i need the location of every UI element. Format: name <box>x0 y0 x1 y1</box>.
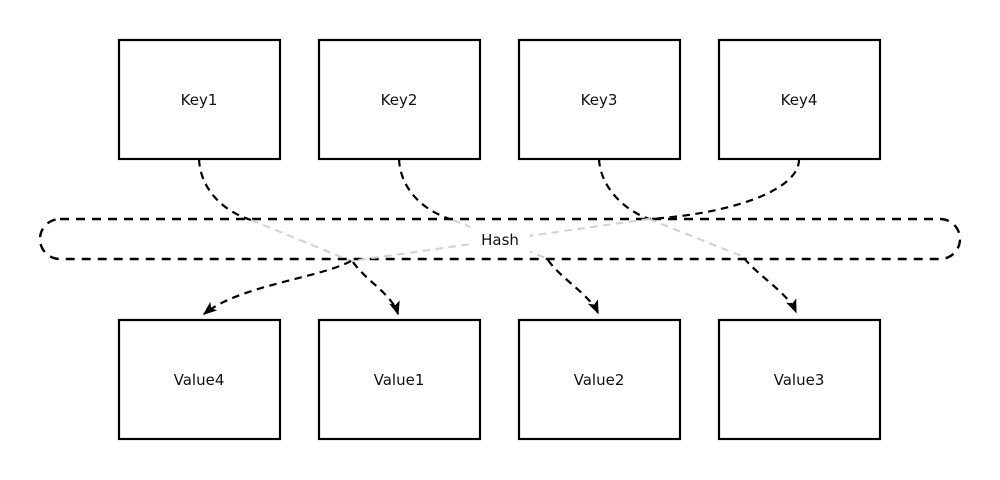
value3-rect <box>717 318 882 441</box>
value-box-4: Value3 <box>717 318 882 441</box>
arrow-key1-to-hash <box>197 158 252 222</box>
value2-rect <box>517 318 682 441</box>
key3-rect <box>517 38 682 161</box>
key4-label: Key4 <box>781 91 818 109</box>
key1-label: Key1 <box>181 91 218 109</box>
value2-label: Value2 <box>574 371 625 389</box>
value4-rect <box>117 318 282 441</box>
arrow-key4-to-hash <box>649 158 801 221</box>
arrow-key3-to-hash <box>597 158 650 221</box>
faded-segment-key2 <box>452 219 549 260</box>
key2-label: Key2 <box>381 91 418 109</box>
hash-label: Hash <box>481 231 519 249</box>
arrow-key2-to-hash <box>397 158 454 222</box>
arrow-hash-to-value3 <box>743 257 798 314</box>
key-box-3: Key3 <box>517 38 682 161</box>
value1-label: Value1 <box>374 371 425 389</box>
key-box-2: Key2 <box>317 38 482 161</box>
key4-rect <box>717 38 882 161</box>
faded-segment-key3 <box>648 218 745 258</box>
value4-label: Value4 <box>174 371 225 389</box>
value-box-3: Value2 <box>517 318 682 441</box>
value3-label: Value3 <box>774 371 825 389</box>
hash-bar <box>38 217 962 261</box>
key3-label: Key3 <box>581 91 618 109</box>
key-box-1: Key1 <box>117 38 282 161</box>
arrow-hash-to-value2 <box>547 259 600 315</box>
faded-segment-key1 <box>250 219 352 262</box>
arrow-hash-to-value1 <box>352 261 400 316</box>
key-box-4: Key4 <box>717 38 882 161</box>
key1-rect <box>117 38 282 161</box>
value-box-2: Value1 <box>317 318 482 441</box>
hash-label-halo <box>470 226 530 252</box>
key2-rect <box>317 38 482 161</box>
value1-rect <box>317 318 482 441</box>
arrow-hash-to-value4 <box>202 260 352 315</box>
value-box-1: Value4 <box>117 318 282 441</box>
